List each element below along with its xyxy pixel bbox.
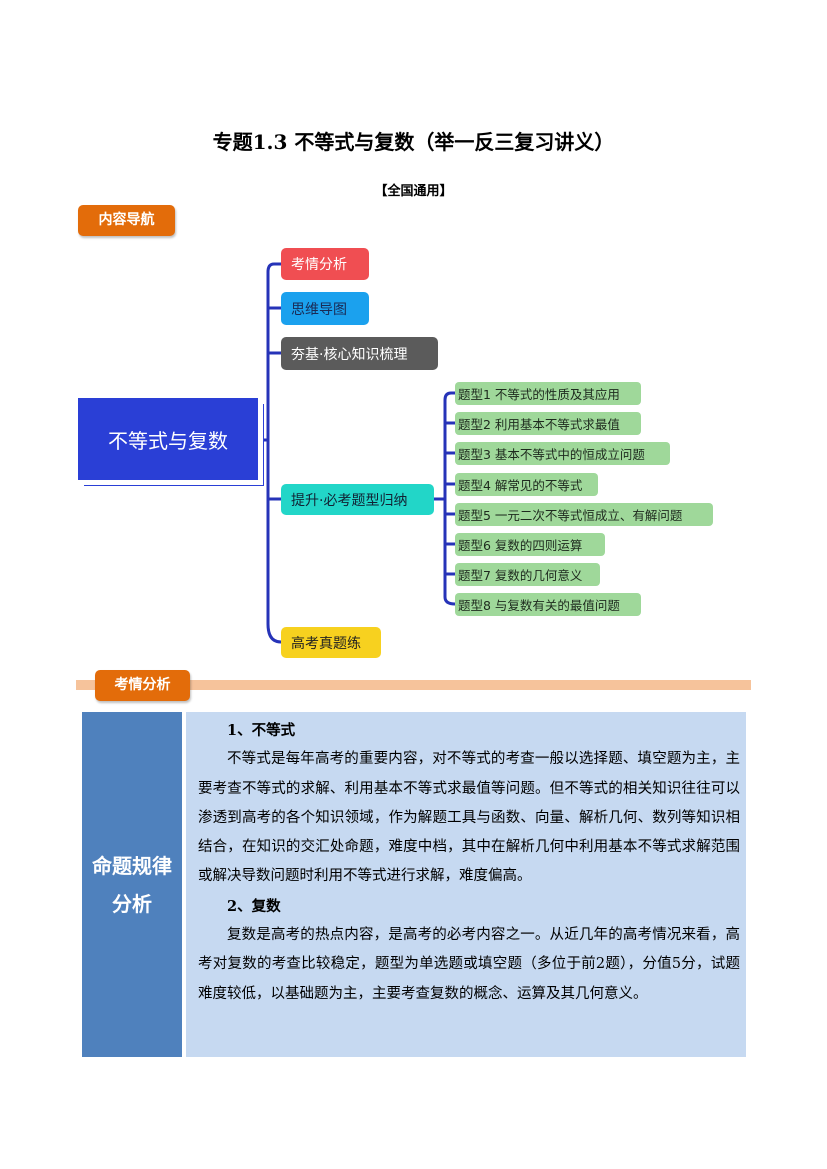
label-line-1: 命题规律: [92, 853, 172, 878]
subtopic-4: 题型4 解常见的不等式: [455, 473, 598, 496]
subtopic-7: 题型7 复数的几何意义: [455, 563, 600, 586]
subtopic-3: 题型3 基本不等式中的恒成立问题: [455, 442, 670, 465]
page-title: 专题1.3 不等式与复数（举一反三复习讲义）: [212, 130, 615, 154]
section-bar: [76, 680, 751, 690]
connector-subtrunk: [443, 391, 456, 606]
subtopic-8: 题型8 与复数有关的最值问题: [455, 593, 641, 616]
table-content-cell: 1、不等式 不等式是每年高考的重要内容，对不等式的考查一般以选择题、填空题为主，…: [186, 712, 746, 1057]
heading-complex: 2、复数: [227, 897, 281, 915]
subtopic-5: 题型5 一元二次不等式恒成立、有解问题: [455, 503, 713, 526]
paragraph-complex: 复数是高考的热点内容，是高考的必考内容之一。从近几年的高考情况来看，高考对复数的…: [198, 927, 740, 1002]
branch-exam-practice: 高考真题练: [281, 627, 381, 658]
paragraph-inequality: 不等式是每年高考的重要内容，对不等式的考查一般以选择题、填空题为主，主要考查不等…: [198, 751, 740, 885]
analysis-table: 命题规律 分析 1、不等式 不等式是每年高考的重要内容，对不等式的考查一般以选择…: [82, 712, 746, 1057]
label-line-2: 分析: [112, 891, 152, 916]
connector-trunk: [266, 262, 282, 644]
branch-basics: 夯基·核心知识梳理: [281, 337, 438, 370]
nav-tag: 内容导航: [78, 205, 175, 236]
table-label-cell: 命题规律 分析: [82, 712, 182, 1057]
branch-mindmap: 思维导图: [281, 292, 369, 325]
branch-question-types: 提升·必考题型归纳: [281, 484, 434, 515]
subtopic-6: 题型6 复数的四则运算: [455, 533, 605, 556]
branch-kaoqing: 考情分析: [281, 248, 369, 280]
subtopic-2: 题型2 利用基本不等式求最值: [455, 412, 641, 435]
mindmap-central-node: 不等式与复数: [78, 398, 258, 480]
section-tag: 考情分析: [95, 670, 190, 701]
heading-inequality: 1、不等式: [227, 722, 296, 739]
page-subtitle: 【全国通用】: [374, 184, 453, 199]
mindmap-connectors: [258, 262, 456, 644]
connector-branches: [268, 306, 281, 501]
subtopic-1: 题型1 不等式的性质及其应用: [455, 382, 641, 405]
